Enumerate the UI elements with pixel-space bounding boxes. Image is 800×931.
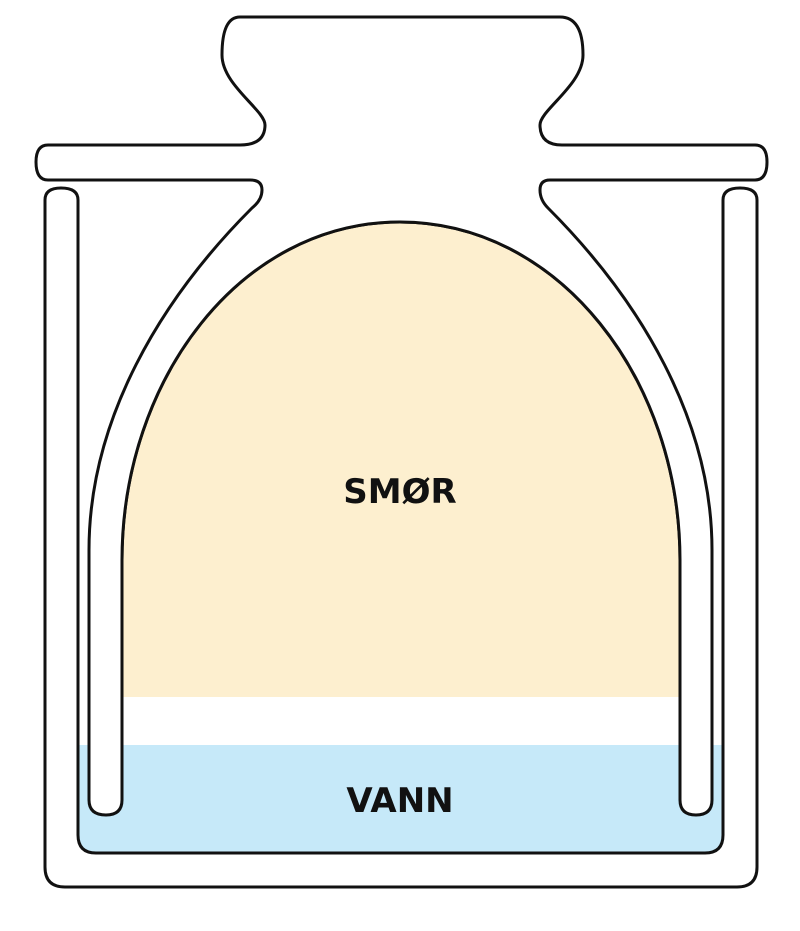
water-label: VANN xyxy=(346,781,453,821)
butter-label: SMØR xyxy=(343,472,456,512)
water-fill xyxy=(78,745,723,853)
base-dish xyxy=(43,186,759,889)
butter-fill xyxy=(122,222,680,697)
bell-lid xyxy=(34,15,769,817)
